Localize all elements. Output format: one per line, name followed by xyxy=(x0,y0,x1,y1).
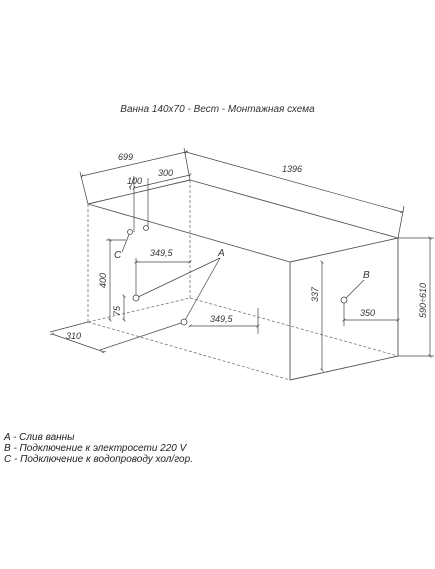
leader-lines xyxy=(121,231,365,323)
dim-349-5-lower: 349,5 xyxy=(210,314,234,324)
dimension-lines xyxy=(49,147,434,372)
bathtub-outline xyxy=(87,179,399,381)
dim-100: 100 xyxy=(127,176,142,186)
legend-item-a: A - Слив ванны xyxy=(4,432,75,443)
bathtub-hidden-edges xyxy=(87,180,399,381)
supply-point-marker-2 xyxy=(143,225,149,231)
dim-350: 350 xyxy=(360,308,375,318)
diagram-title: Ванна 140x70 - Вест - Монтажная схема xyxy=(120,104,315,115)
electric-point-marker xyxy=(340,296,348,304)
legend-item-b: B - Подключение к электросети 220 V xyxy=(4,443,187,454)
drain-point-marker xyxy=(180,318,188,326)
dim-349-5-upper: 349,5 xyxy=(150,248,174,258)
dim-310: 310 xyxy=(66,331,81,341)
point-a-label: A xyxy=(217,248,225,259)
dim-590-610: 590÷610 xyxy=(418,283,428,318)
dim-337: 337 xyxy=(310,286,320,302)
connection-markers xyxy=(127,225,348,326)
legend: A - Слив ванны B - Подключение к электро… xyxy=(4,432,193,465)
dim-75: 75 xyxy=(112,305,122,316)
dim-300: 300 xyxy=(158,168,173,178)
water-point-marker xyxy=(132,294,140,302)
supply-point-marker-1 xyxy=(127,229,133,235)
point-c-label: C xyxy=(114,250,122,261)
dim-1396: 1396 xyxy=(282,164,302,174)
point-b-label: B xyxy=(363,270,370,281)
dim-400: 400 xyxy=(98,273,108,288)
dim-699: 699 xyxy=(118,152,133,162)
legend-item-c: C - Подключение к водопроводу хол/гор. xyxy=(4,454,193,465)
